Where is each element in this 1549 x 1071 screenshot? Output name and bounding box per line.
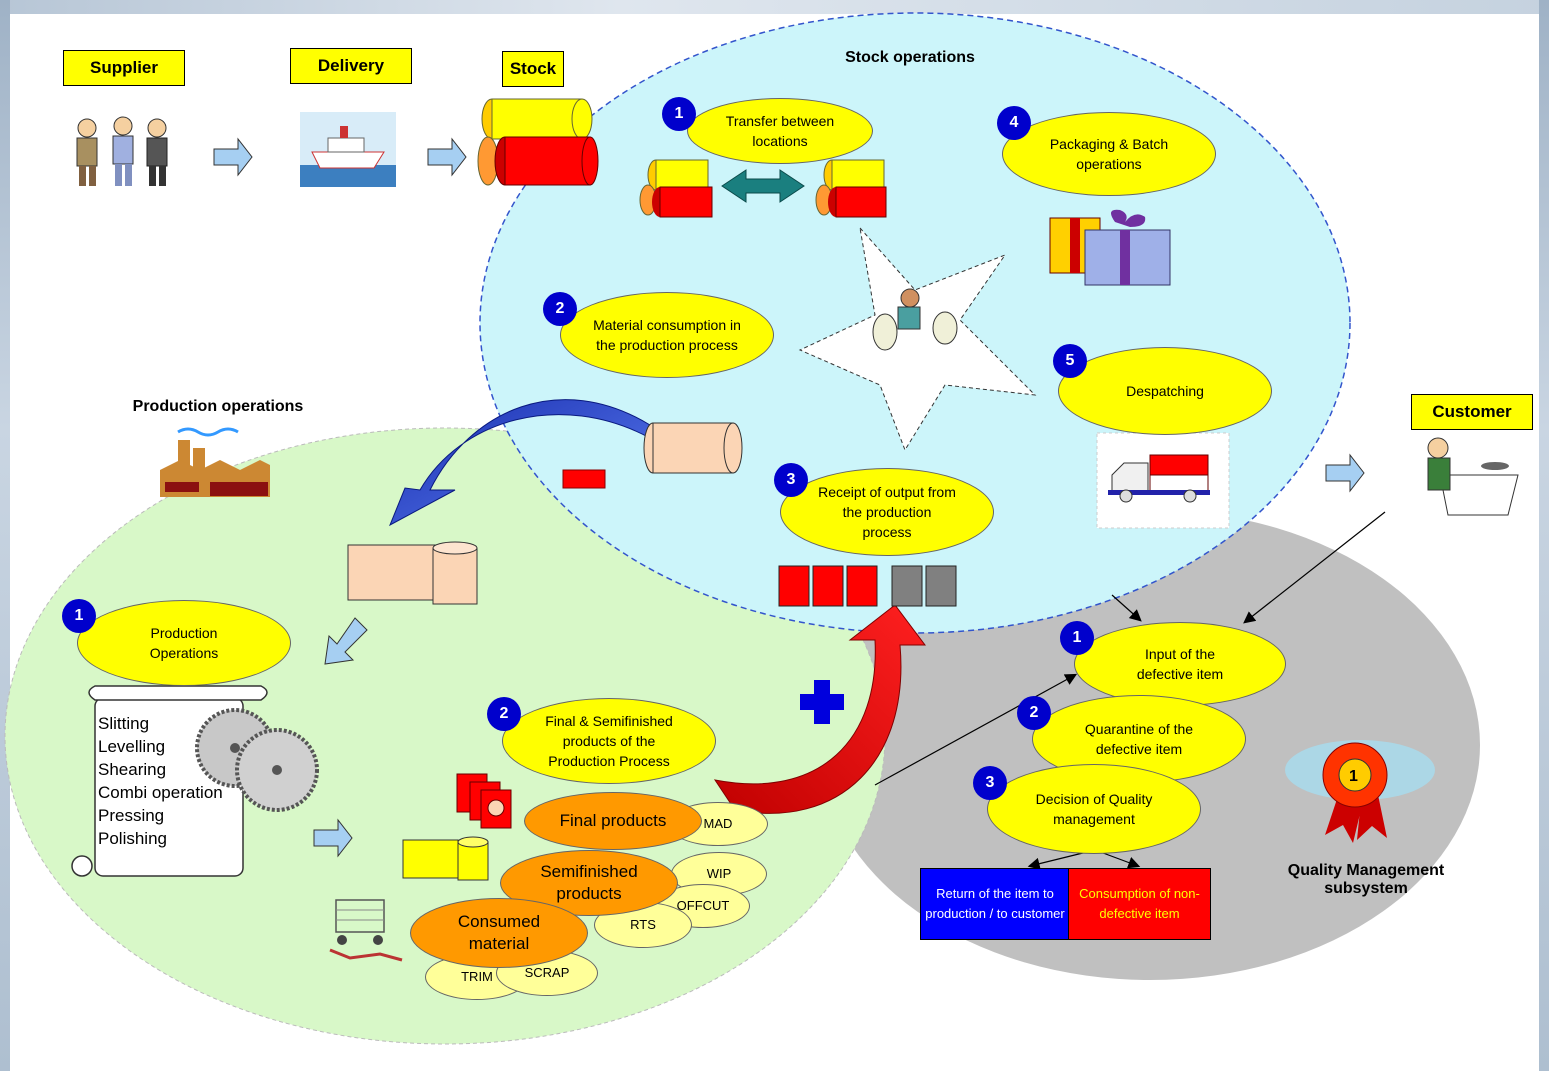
- ship-icon: [300, 112, 396, 187]
- consumption-item-box: Consumption of non-defective item: [1068, 868, 1211, 940]
- consumed-roll: [643, 422, 743, 474]
- stock-step-3-label: Receipt of output from the production pr…: [818, 484, 956, 540]
- final-products-oval: Final products: [524, 792, 702, 850]
- output-blocks: [778, 565, 957, 607]
- quality-step-1-oval: Input of the defective item: [1074, 622, 1286, 706]
- cart-icon: [329, 899, 403, 962]
- quality-step-1-badge: 1: [1060, 621, 1094, 655]
- stock-step-5-oval: Despatching: [1058, 347, 1272, 435]
- quality-step-2-label: Quarantine of the defective item: [1084, 721, 1194, 757]
- gift-icon: [1049, 209, 1171, 286]
- stock-operations-title: Stock operations: [845, 49, 975, 66]
- production-list-item: Polishing: [98, 829, 167, 848]
- saw-blade-icon: [195, 708, 319, 812]
- stock-step-1-label: Transfer between locations: [725, 113, 835, 149]
- production-step-1-oval: Production Operations: [77, 600, 291, 686]
- truck-icon: [1096, 432, 1230, 529]
- production-list-item: Shearing: [98, 760, 167, 779]
- production-step-1-badge: 1: [62, 599, 96, 633]
- stock-step-3-badge: 3: [774, 463, 808, 497]
- quality-step-3-oval: Decision of Quality management: [987, 764, 1201, 854]
- qm-line-stock: [1111, 594, 1142, 622]
- stock-box: Stock: [502, 51, 564, 87]
- return-item-box: Return of the item to production / to cu…: [920, 868, 1070, 940]
- minus-sign: [562, 469, 606, 489]
- production-list-item: Levelling: [98, 737, 166, 756]
- sheet-coil-icon: [347, 541, 478, 605]
- window-frame-left: [0, 0, 10, 1071]
- consumption-arrow: [389, 399, 651, 527]
- arrow-production-products: [313, 818, 353, 858]
- customer-box: Customer: [1411, 394, 1533, 430]
- stock-step-2-label: Material consumption in the production p…: [593, 317, 741, 353]
- stock-step-2-badge: 2: [543, 292, 577, 326]
- production-step-1-label: Production Operations: [149, 625, 219, 661]
- transfer-rolls-left: [639, 159, 713, 218]
- stock-step-1-badge: 1: [662, 97, 696, 131]
- window-frame-right: [1539, 0, 1549, 1071]
- yellow-sheet-coil-icon: [402, 836, 489, 881]
- factory-icon: [160, 427, 270, 497]
- return-item-label: Return of the item to production / to cu…: [925, 886, 1065, 921]
- stock-step-4-oval: Packaging & Batch operations: [1002, 112, 1216, 196]
- stock-step-1-oval: Transfer between locations: [687, 98, 873, 164]
- arrow-rolls-production: [324, 617, 368, 665]
- production-list-item: Slitting: [98, 714, 150, 733]
- consumption-item-label: Consumption of non-defective item: [1079, 886, 1200, 921]
- plus-sign: [800, 680, 844, 724]
- quality-step-1-label: Input of the defective item: [1136, 646, 1224, 682]
- stock-rolls-icon: [477, 98, 599, 186]
- stock-step-4-label: Packaging & Batch operations: [1049, 136, 1169, 172]
- receipt-arrow: [713, 604, 926, 814]
- quality-step-2-badge: 2: [1017, 696, 1051, 730]
- supplier-box: Supplier: [63, 50, 185, 86]
- arrow-to-customer: [1325, 453, 1365, 493]
- customer-icon: [1427, 437, 1519, 516]
- consumed-material-oval: Consumed material: [410, 898, 588, 968]
- transfer-rolls-right: [815, 159, 887, 218]
- arrow-supplier-delivery: [213, 137, 253, 177]
- qm-line-production: [874, 673, 1078, 786]
- production-list: Slitting Levelling Shearing Combi operat…: [98, 712, 223, 850]
- semifinished-products-label: Semifinished products: [540, 862, 638, 903]
- stock-step-4-badge: 4: [997, 106, 1031, 140]
- quality-management-title: Quality Management subsystem: [1287, 862, 1445, 897]
- production-step-2-oval: Final & Semifinished products of the Pro…: [502, 698, 716, 784]
- stock-step-3-oval: Receipt of output from the production pr…: [780, 468, 994, 556]
- production-step-2-badge: 2: [487, 697, 521, 731]
- production-step-2-label: Final & Semifinished products of the Pro…: [545, 713, 673, 769]
- star-shape: [798, 226, 1037, 452]
- quality-step-3-label: Decision of Quality management: [1035, 791, 1153, 827]
- award-ribbon-icon: 1: [1285, 740, 1435, 843]
- stock-step-2-oval: Material consumption in the production p…: [560, 292, 774, 378]
- production-list-item: Pressing: [98, 806, 165, 825]
- quality-step-3-badge: 3: [973, 766, 1007, 800]
- delivery-box: Delivery: [290, 48, 412, 84]
- stock-step-5-label: Despatching: [1126, 383, 1204, 399]
- transfer-arrow: [721, 169, 805, 203]
- people-icon: [76, 116, 168, 186]
- production-list-item: Combi operation: [98, 783, 223, 802]
- window-frame-top: [0, 0, 1549, 14]
- worker-icon: [872, 288, 958, 351]
- red-sheets-icon: [456, 773, 512, 829]
- svg-text:1: 1: [1349, 768, 1358, 785]
- qm-line-customer: [1243, 511, 1386, 624]
- consumed-material-label: Consumed material: [457, 912, 541, 953]
- production-operations-title: Production operations: [132, 398, 304, 415]
- arrow-delivery-stock: [427, 137, 467, 177]
- stock-step-5-badge: 5: [1053, 344, 1087, 378]
